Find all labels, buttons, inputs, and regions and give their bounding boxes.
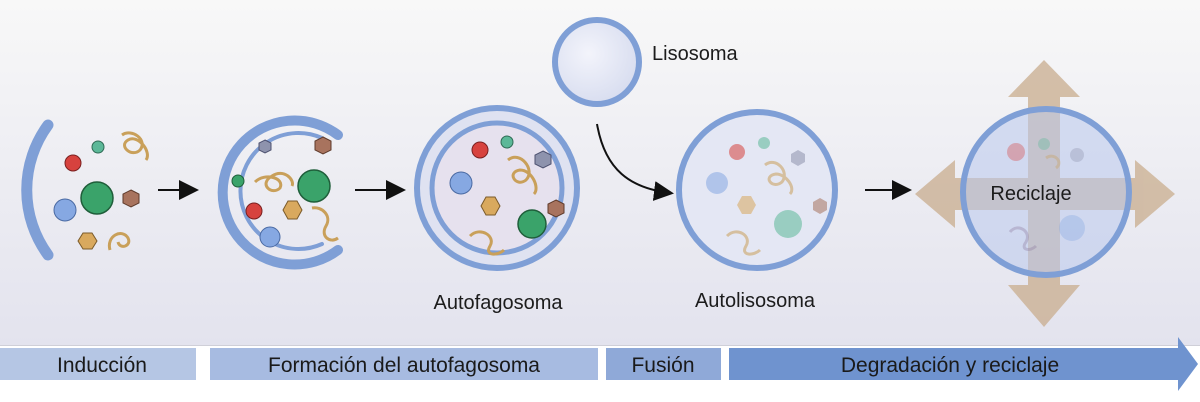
autophagosome <box>414 105 580 271</box>
lysosome <box>552 17 642 107</box>
recycling-vesicle <box>960 106 1132 278</box>
cargo-group-recycling <box>1007 138 1085 251</box>
stage-formation-label: Formación del autofagosoma <box>268 354 540 377</box>
cargo-group-autophagosome <box>449 135 565 256</box>
cargo-group-forming <box>231 136 339 248</box>
phagophore <box>21 119 54 261</box>
cargo-group-autolysosome <box>706 137 827 256</box>
lysosome-label: Lisosoma <box>652 43 738 65</box>
cargo-group-induction <box>53 131 149 251</box>
stage-induction <box>0 348 196 380</box>
stage-formation <box>210 348 598 380</box>
stage-fusion <box>606 348 721 380</box>
autolysosome <box>676 109 838 271</box>
recycling-label: Reciclaje <box>990 183 1071 205</box>
fusion-arrow <box>596 123 674 201</box>
stage-degradation-label: Degradación y reciclaje <box>841 354 1059 377</box>
stage-bar <box>0 337 1198 391</box>
autophagosome-label: Autofagosoma <box>434 292 564 314</box>
stage-induction-label: Inducción <box>57 354 147 377</box>
forming-autophagosome <box>217 115 343 270</box>
stage-fusion-label: Fusión <box>631 354 694 377</box>
autolysosome-label: Autolisosoma <box>695 290 816 312</box>
stage-degradation <box>729 337 1198 391</box>
